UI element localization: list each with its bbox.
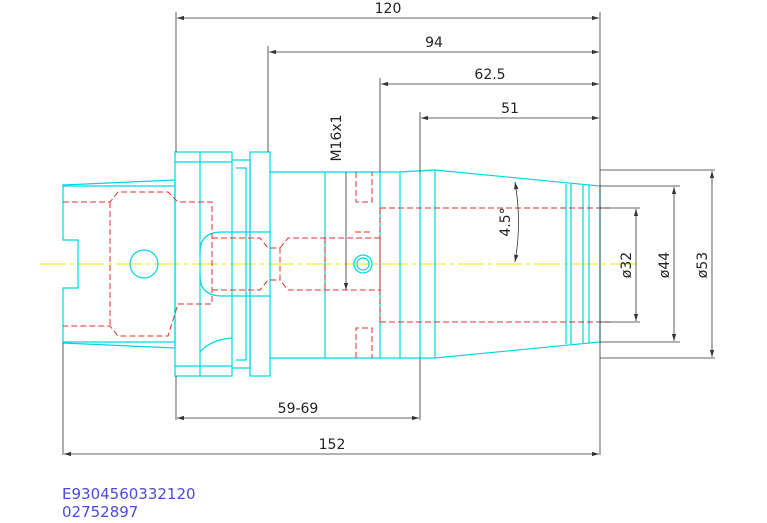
dim-text-dia32: ø32 (619, 252, 635, 278)
dim-text-94: 94 (425, 35, 443, 51)
dim-text-thread: M16x1 (329, 114, 345, 161)
dim-text-120: 120 (375, 1, 402, 17)
dim-text-angle: 4.5° (498, 207, 514, 236)
dimension-lines (64, 15, 715, 457)
dim-text-152: 152 (319, 437, 346, 453)
dim-text-51: 51 (501, 101, 519, 117)
order-code: 02752897 (62, 503, 139, 521)
dim-text-dia44: ø44 (657, 252, 673, 278)
part-code: E9304560332120 (62, 485, 196, 503)
dim-text-62-5: 62.5 (474, 67, 505, 83)
hidden-lines (63, 172, 610, 358)
dim-text-dia53: ø53 (695, 252, 711, 278)
dim-text-59-69: 59-69 (278, 401, 319, 417)
holder-outline (62, 151, 601, 377)
extension-lines (62, 12, 715, 455)
dim-arc-angle (514, 181, 519, 263)
